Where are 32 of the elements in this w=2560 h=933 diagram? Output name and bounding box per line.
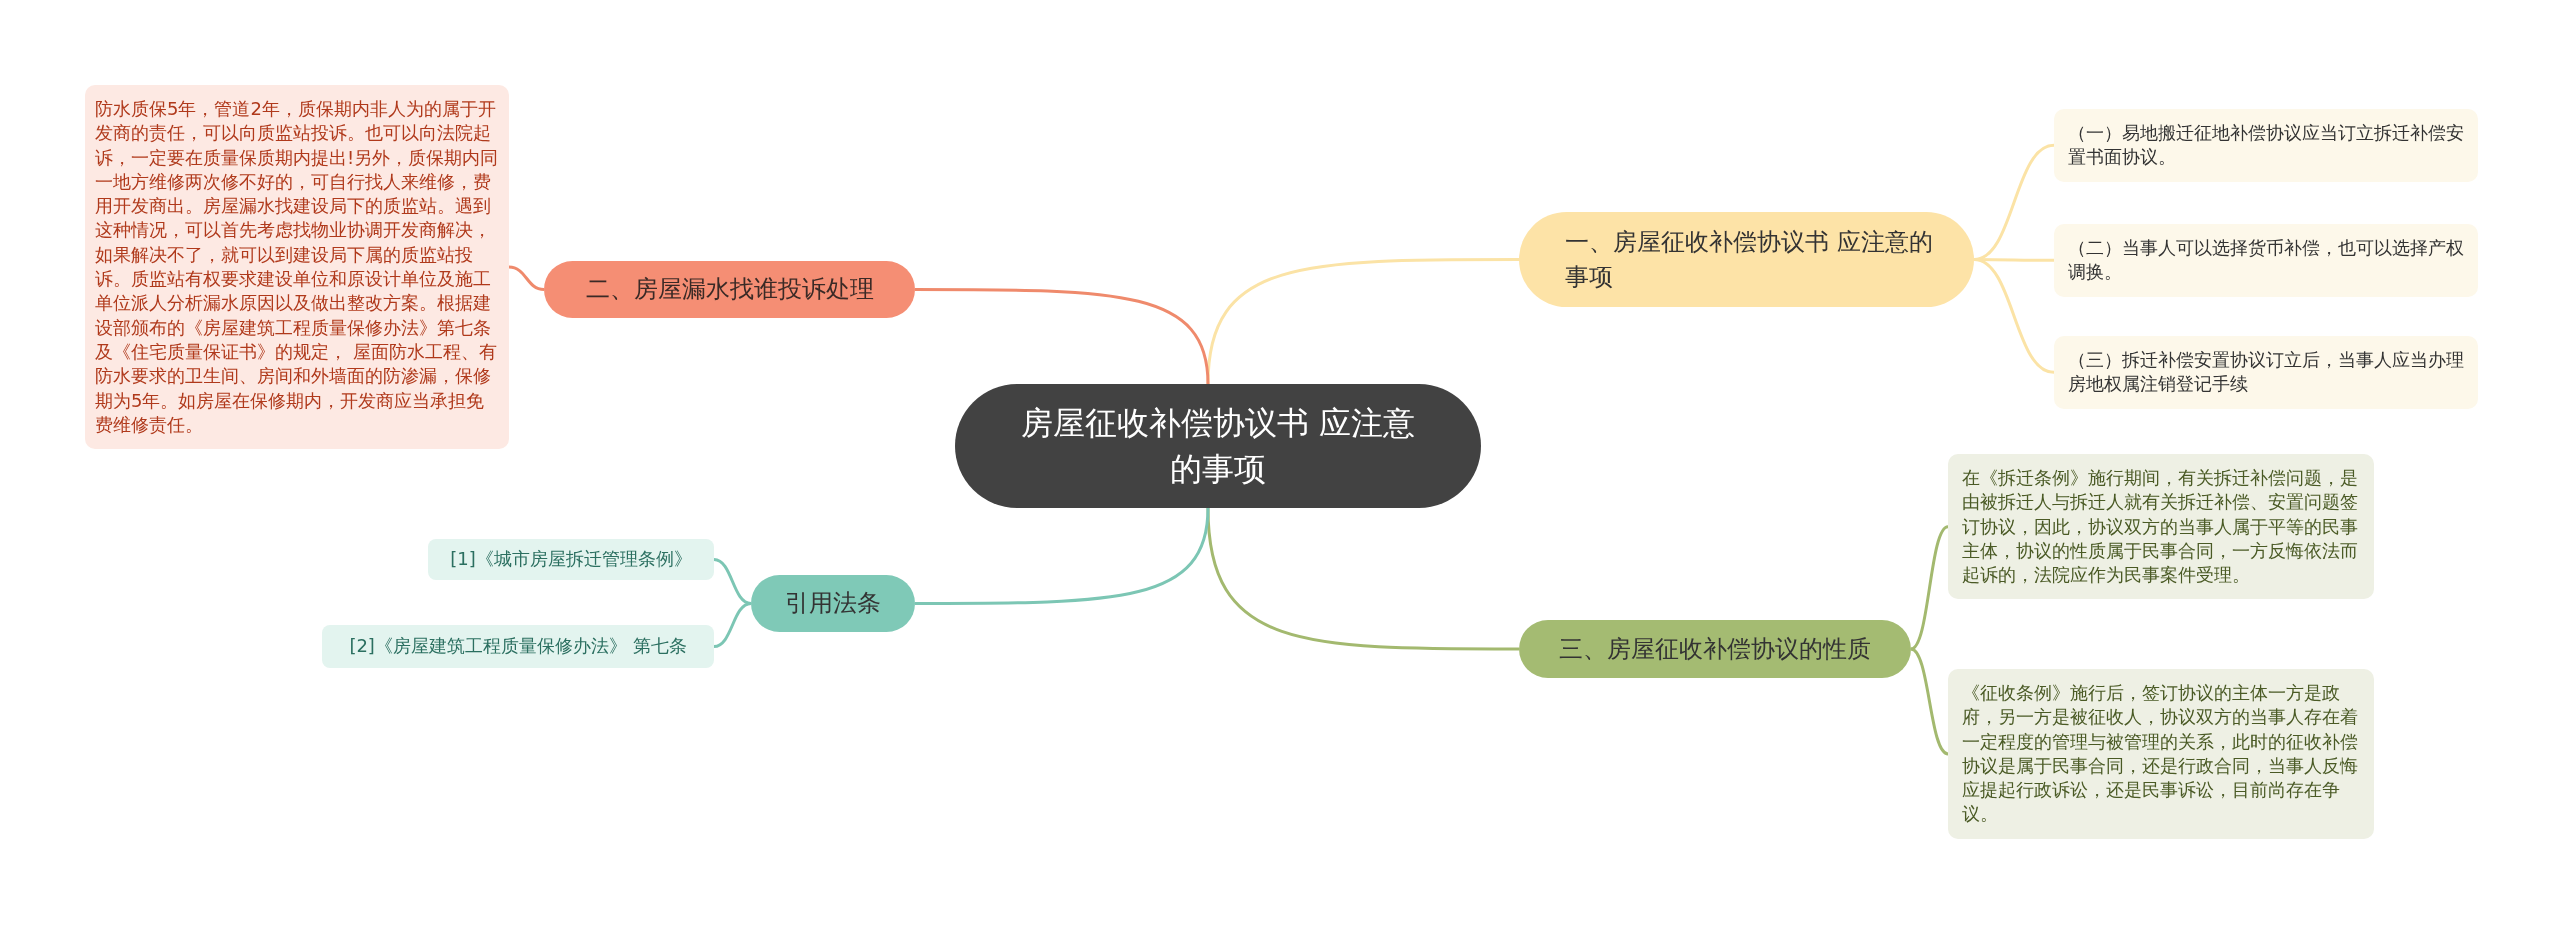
subtopic-card [2054,224,2478,297]
subtopic-card [322,625,714,668]
connector-line [1206,507,1519,651]
subtopic-card [428,539,714,580]
connector-line [1910,647,1949,756]
topic-text: 引用法条 [785,588,881,620]
topic-text: 《征收条例》施行后，签订协议的主体一方是政府，另一方是被征收人，协议双方的当事人存在着一定程度的管理与被管理的关系，此时的征收补偿协议是属于民事合同，还是行政合同，当事人反悔应提起行政诉讼，还是民事诉讼，目前尚存在争议。 [1962,681,2359,827]
subtopic-card [2054,109,2478,182]
connector-line [915,288,1210,385]
branch-topic [1519,620,1911,678]
topic-text: 房屋征收补偿协议书 应注意的事项 [1019,402,1417,490]
topic-text: 防水质保5年，管道2年，质保期内非人为的属于开发商的责任，可以向质监站投诉。也可以向法院起诉，一定要在质量保质期内提出!另外，质保期内同一地方维修两次修不好的，可自行找人来维修，费用开发商出。房屋漏水找建设局下的质监站。遇到这种情况，可以首先考虑找物业协调开发商解决，如果解决不了，就可以到建设局下属的质监站投诉。质监站有权要求建设单位和原设计单位及施工单位派人分析漏水原因以及做出整改方案。根据建设部颁布的《房屋建筑工程质量保修办法》第七条及《住宅质量保证书》的规定， 屋面防水工程、有防水要求的卫生间、房间和外墙面的防渗漏，保修期为5年。如房屋在保修期内，开发商应当承担免费维修责任。 [95,97,499,437]
connector-line [1910,525,1949,651]
connector-line [915,507,1210,605]
subtopic-card [1948,454,2374,600]
topic-text: [1]《城市房屋拆迁管理条例》 [450,547,692,572]
subtopic-card [2054,336,2478,409]
branch-topic [751,575,915,632]
connector-line [1206,258,1519,385]
topic-text: （三）拆迁补偿安置协议订立后，当事人应当办理房地权属注销登记手续 [2068,348,2464,397]
connector-line [1973,258,2055,374]
topic-text: （二）当事人可以选择货币补偿，也可以选择产权调换。 [2068,236,2464,285]
connector-line [713,602,752,648]
topic-text: 二、房屋漏水找谁投诉处理 [585,274,874,306]
topic-text: 三、房屋征收补偿协议的性质 [1559,633,1871,665]
topic-text: 在《拆迁条例》施行期间，有关拆迁补偿问题，是由被拆迁人与拆迁人就有关拆迁补偿、安置问题签订协议，因此，协议双方的当事人属于平等的民事主体，协议的性质属于民事合同，一方反悔依法而起诉的，法院应作为民事案件受理。 [1962,466,2359,588]
topic-text: [2]《房屋建筑工程质量保修办法》 第七条 [349,634,687,659]
branch-topic [544,261,915,318]
topic-text: （一）易地搬迁征地补偿协议应当订立拆迁补偿安置书面协议。 [2068,121,2464,170]
topic-text: 一、房屋征收补偿协议书 应注意的事项 [1565,226,1934,293]
connector-line [508,265,545,291]
subtopic-card [1948,669,2374,839]
